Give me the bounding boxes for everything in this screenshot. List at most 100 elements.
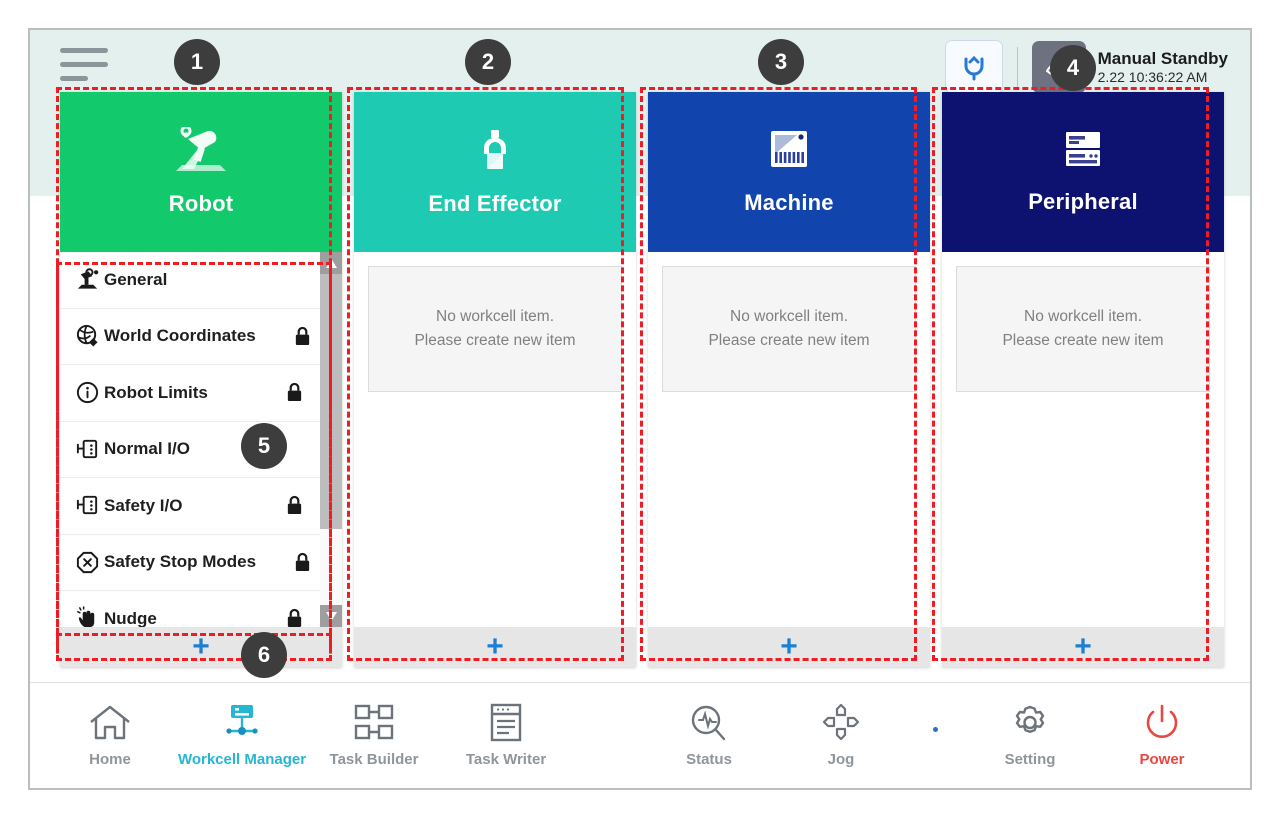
- hamburger-menu-icon[interactable]: [60, 42, 118, 86]
- machine-icon: [771, 131, 807, 167]
- nav-item-home[interactable]: Home: [48, 703, 172, 768]
- rotate-reset-icon[interactable]: [944, 40, 1003, 94]
- column-title: End Effector: [428, 191, 562, 216]
- workcell-columns: Robot: [60, 92, 1224, 667]
- circle-dots-icon: [70, 380, 104, 405]
- workcell-column-machine: Machine No workcell item. Please create …: [648, 92, 930, 667]
- nav-item-task-writer[interactable]: Task Writer: [444, 703, 568, 768]
- lock-icon: [293, 552, 312, 573]
- add-peripheral-item-button[interactable]: +: [942, 627, 1224, 667]
- empty-line-1: No workcell item.: [730, 308, 848, 325]
- workcell-column-peripheral: Peripheral No workcell item. Please crea…: [942, 92, 1224, 667]
- nav-item-task-builder[interactable]: Task Builder: [312, 703, 436, 768]
- add-end-effector-item-button[interactable]: +: [354, 627, 636, 667]
- divider: [1016, 47, 1018, 87]
- lock-icon: [285, 382, 304, 403]
- nav-item-label: Status: [686, 751, 732, 768]
- column-header-end-effector[interactable]: End Effector: [354, 92, 636, 252]
- list-item-label: Safety I/O: [104, 495, 183, 515]
- io-plug-icon: [70, 493, 104, 518]
- workcell-icon: [226, 705, 258, 735]
- scroll-down-arrow-icon[interactable]: [320, 605, 342, 627]
- list-item-label: Normal I/O: [104, 439, 190, 459]
- workcell-column-robot: Robot: [60, 92, 342, 667]
- nav-item-status[interactable]: Status: [647, 703, 771, 768]
- list-item-label: Nudge: [104, 608, 157, 627]
- octagon-x-icon: [70, 550, 104, 575]
- task-builder-icon: [354, 704, 394, 740]
- list-item-robot-limits[interactable]: Robot Limits: [60, 365, 320, 422]
- list-item-general[interactable]: General: [60, 252, 320, 309]
- list-item-label: Safety Stop Modes: [104, 552, 257, 572]
- empty-line-2: Please create new item: [708, 332, 870, 349]
- plus-icon: +: [486, 630, 504, 663]
- column-body-end-effector: No workcell item. Please create new item: [354, 252, 636, 627]
- nav-item-label: Power: [1139, 751, 1185, 768]
- nav-item-jog[interactable]: Jog: [779, 703, 903, 768]
- separator-dot: [933, 727, 938, 732]
- add-machine-item-button[interactable]: +: [648, 627, 930, 667]
- plus-icon: +: [1074, 630, 1092, 663]
- gear-icon: [1015, 705, 1045, 733]
- status-title: Manual Standby: [1097, 48, 1228, 68]
- manual-hand-icon[interactable]: [1031, 41, 1086, 93]
- nav-left-group: Home Workcell Manager: [30, 703, 568, 768]
- column-header-robot[interactable]: Robot: [60, 92, 342, 252]
- plus-icon: +: [192, 630, 210, 663]
- empty-state: No workcell item. Please create new item: [368, 266, 622, 392]
- empty-state: No workcell item. Please create new item: [956, 266, 1210, 392]
- lock-icon: [293, 326, 312, 347]
- nav-right-group: Status Jog: [647, 703, 1250, 768]
- nav-item-power[interactable]: Power: [1100, 703, 1224, 768]
- nav-item-label: Home: [89, 751, 131, 768]
- list-item-normal-io[interactable]: Normal I/O: [60, 421, 320, 478]
- column-header-machine[interactable]: Machine: [648, 92, 930, 252]
- column-header-peripheral[interactable]: Peripheral: [942, 92, 1224, 252]
- bottom-navigation: Home Workcell Manager: [30, 682, 1250, 788]
- list-item-world-coordinates[interactable]: World Coordinates: [60, 308, 320, 365]
- plus-icon: +: [780, 630, 798, 663]
- list-item-nudge[interactable]: Nudge: [60, 591, 320, 627]
- empty-line-1: No workcell item.: [436, 308, 554, 325]
- add-robot-item-button[interactable]: +: [60, 627, 342, 667]
- device-screen: Manual Standby 2.22 10:36:22 AM: [28, 28, 1252, 790]
- column-body-peripheral: No workcell item. Please create new item: [942, 252, 1224, 627]
- io-plug-icon: [70, 437, 104, 462]
- column-body-robot: General World Coord: [60, 252, 342, 627]
- gripper-icon: [483, 130, 507, 169]
- nav-item-label: Jog: [827, 751, 855, 768]
- server-rack-icon: [1066, 132, 1100, 166]
- nav-item-label: Task Builder: [329, 751, 419, 768]
- scroll-up-arrow-icon[interactable]: [320, 252, 342, 274]
- list-item-safety-stop-modes[interactable]: Safety Stop Modes: [60, 534, 320, 591]
- hamburger-line: [60, 47, 108, 53]
- globe-icon: [70, 324, 104, 349]
- jog-arrows-icon: [822, 703, 860, 741]
- home-icon: [90, 705, 130, 740]
- scrollbar-thumb[interactable]: [320, 274, 342, 529]
- lock-icon: [285, 495, 304, 516]
- status-cluster: Manual Standby 2.22 10:36:22 AM: [944, 38, 1228, 96]
- task-writer-icon: [490, 703, 522, 742]
- hand-nudge-icon: [70, 606, 104, 627]
- robot-settings-list: General World Coord: [60, 252, 320, 627]
- nav-item-label: Workcell Manager: [177, 751, 307, 768]
- nav-item-setting[interactable]: Setting: [968, 703, 1092, 768]
- column-title: Machine: [744, 190, 834, 215]
- list-item-safety-io[interactable]: Safety I/O: [60, 478, 320, 535]
- robot-arm-icon: [176, 127, 226, 171]
- status-text: Manual Standby 2.22 10:36:22 AM: [1098, 48, 1228, 87]
- column-title: Robot: [168, 191, 234, 216]
- list-item-label: General: [104, 269, 168, 289]
- workcell-column-end-effector: End Effector No workcell item. Please cr…: [354, 92, 636, 667]
- status-scope-icon: [691, 705, 726, 741]
- empty-line-2: Please create new item: [1002, 332, 1164, 349]
- empty-line-2: Please create new item: [414, 332, 576, 349]
- hamburger-line: [60, 61, 108, 67]
- list-scrollbar[interactable]: [320, 252, 342, 627]
- list-item-label: World Coordinates: [104, 326, 256, 346]
- nav-item-workcell-manager[interactable]: Workcell Manager: [177, 703, 307, 768]
- hamburger-line: [60, 75, 88, 81]
- power-icon: [1146, 704, 1178, 739]
